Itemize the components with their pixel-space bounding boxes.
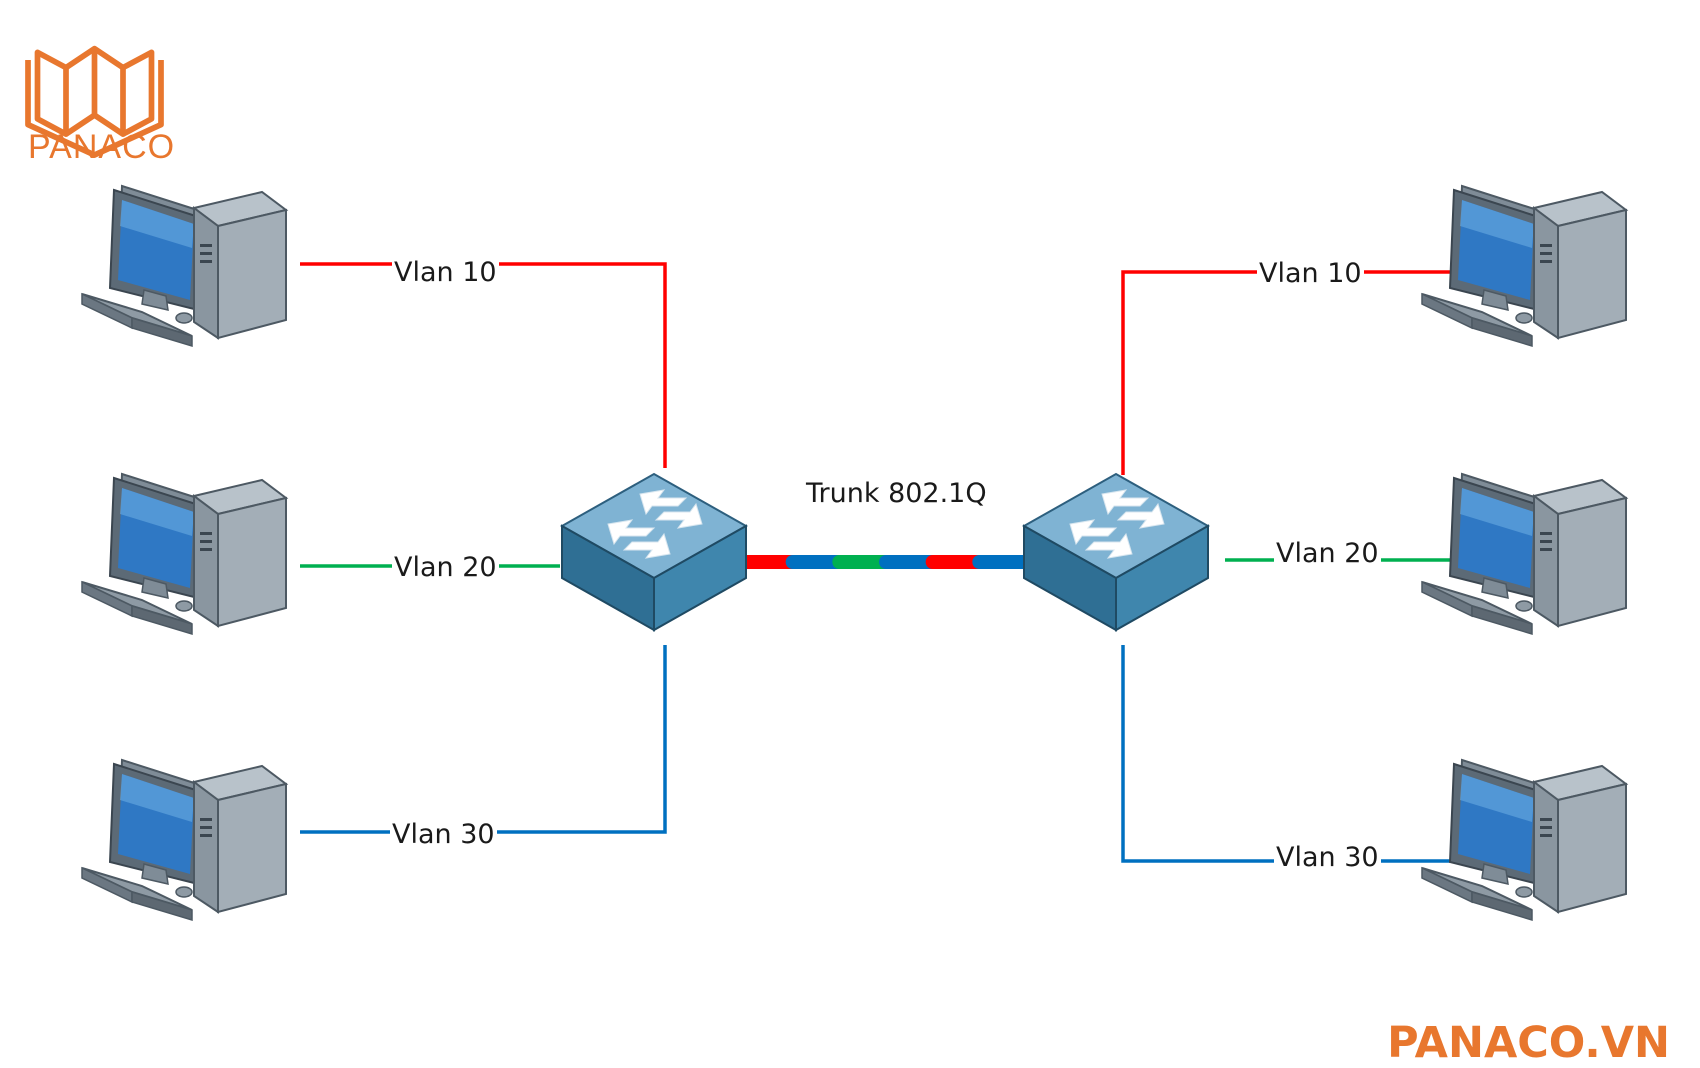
- right-vlan20-label: Vlan 20: [1274, 538, 1381, 570]
- computer-icon: [1421, 185, 1627, 347]
- right-vlan30-label: Vlan 30: [1274, 842, 1381, 874]
- trunk-label: Trunk 802.1Q: [806, 478, 987, 509]
- left-vlan20-label: Vlan 20: [392, 552, 499, 584]
- link-right-vlan10: [1121, 270, 1470, 475]
- switch-icon: [1023, 473, 1209, 631]
- link-left-vlan10: [300, 262, 667, 468]
- right-vlan10-label: Vlan 10: [1257, 258, 1364, 290]
- computer-icon: [81, 473, 287, 635]
- computer-icon: [1421, 759, 1627, 921]
- link-left-vlan30: [300, 645, 667, 834]
- site-watermark: PANACO.VN: [1387, 1018, 1670, 1068]
- left-vlan10-label: Vlan 10: [392, 257, 499, 289]
- logo-name: PANACO: [28, 128, 176, 166]
- computer-icon: [1421, 473, 1627, 635]
- computer-icon: [81, 759, 287, 921]
- left-vlan30-label: Vlan 30: [390, 819, 497, 851]
- link-right-vlan30: [1121, 645, 1470, 863]
- switch-icon: [561, 473, 747, 631]
- computer-icon: [81, 185, 287, 347]
